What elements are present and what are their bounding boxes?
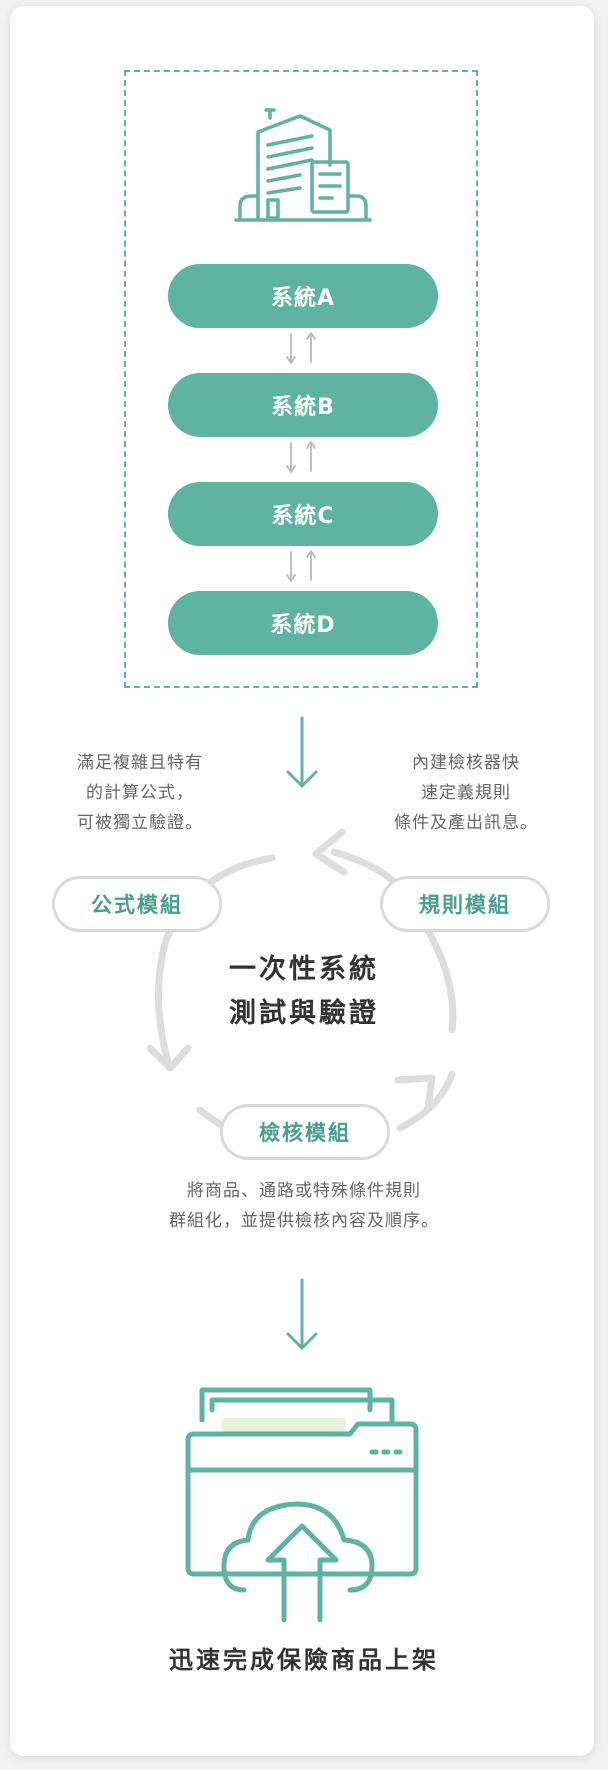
rules-note-line: 條件及產出訊息。 — [394, 813, 538, 833]
rules-note: 內建檢核器快 速定義規則 條件及產出訊息。 — [366, 748, 566, 838]
system-c-pill: 系統C — [168, 482, 438, 546]
sync-arrow-c-d — [286, 550, 316, 582]
check-note-line: 群組化，並提供檢核內容及順序。 — [169, 1211, 439, 1231]
formula-note-line: 的計算公式， — [86, 783, 194, 803]
final-label: 迅速完成保險商品上架 — [169, 1646, 439, 1674]
center-title-line: 一次性系統 — [229, 954, 379, 985]
cloud-upload-folder-icon — [185, 1387, 419, 1623]
rules-note-line: 內建檢核器快 — [412, 753, 520, 773]
down-arrow-icon-2 — [286, 1278, 318, 1350]
system-d-pill: 系統D — [168, 591, 438, 655]
rules-note-line: 速定義規則 — [421, 783, 511, 803]
sync-arrows — [286, 332, 316, 582]
formula-note: 滿足複雜且特有 的計算公式， 可被獨立驗證。 — [40, 748, 240, 838]
sync-arrow-b-c — [286, 441, 316, 473]
center-title: 一次性系統 測試與驗證 — [194, 948, 414, 1036]
formula-module: 公式模組 — [52, 876, 222, 932]
check-module: 檢核模組 — [220, 1104, 390, 1160]
systems-frame — [124, 70, 478, 688]
down-arrow-icon — [286, 716, 318, 788]
building-icon — [234, 108, 372, 222]
formula-note-line: 可被獨立驗證。 — [77, 813, 203, 833]
system-b-pill: 系統B — [168, 373, 438, 437]
formula-note-line: 滿足複雜且特有 — [77, 753, 203, 773]
check-note-line: 將商品、通路或特殊條件規則 — [187, 1181, 421, 1201]
center-title-line: 測試與驗證 — [229, 998, 379, 1029]
rules-module: 規則模組 — [380, 876, 550, 932]
check-note: 將商品、通路或特殊條件規則 群組化，並提供檢核內容及順序。 — [84, 1176, 524, 1236]
sync-arrow-a-b — [286, 332, 316, 364]
system-a-pill: 系統A — [168, 264, 438, 328]
